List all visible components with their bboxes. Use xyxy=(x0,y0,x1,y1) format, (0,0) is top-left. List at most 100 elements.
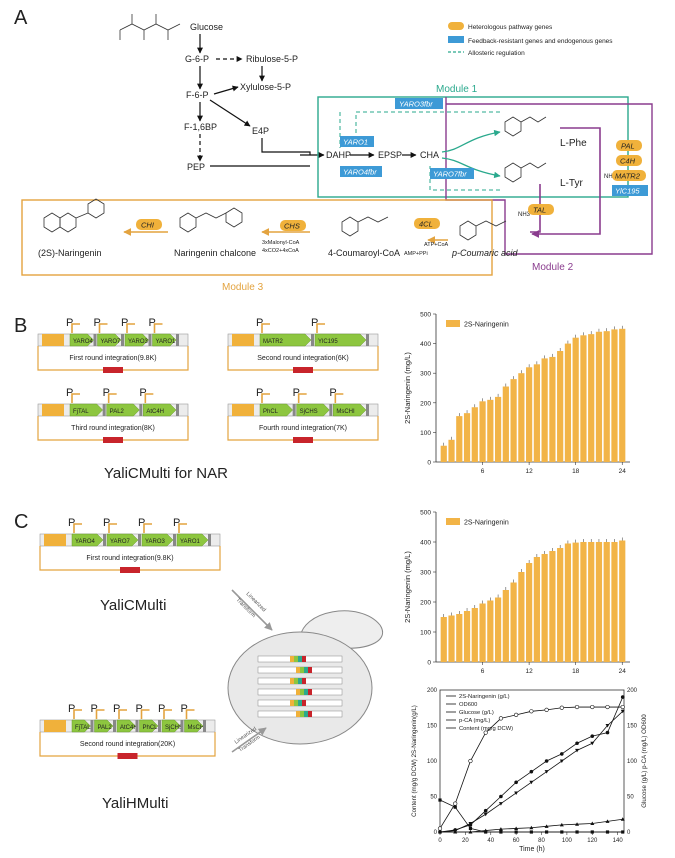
bar xyxy=(479,401,486,462)
promoter-arrow xyxy=(107,393,117,403)
bar xyxy=(595,542,603,662)
data-point xyxy=(559,705,564,710)
promoter-p-label: P xyxy=(149,317,156,329)
promoter-arrow xyxy=(153,323,163,333)
enzyme-yaro1: YARO1 xyxy=(343,138,368,147)
data-point xyxy=(437,826,443,831)
y-tick-label-right: 150 xyxy=(627,724,638,730)
y-axis-label: 2S-Naringenin (mg/L) xyxy=(403,551,412,623)
enzyme-tal: TAL xyxy=(533,206,546,215)
data-point xyxy=(575,830,579,834)
x-tick-label: 6 xyxy=(481,668,485,675)
gene-arrow xyxy=(152,333,177,347)
promoter-p-label: P xyxy=(139,387,146,399)
data-point xyxy=(514,826,519,830)
gene-label: YARO1 xyxy=(156,339,177,345)
gene-label: YARO7 xyxy=(110,539,131,545)
x-tick-label: 120 xyxy=(587,838,598,844)
bar xyxy=(533,364,540,462)
bar xyxy=(494,396,502,462)
gene-arrow xyxy=(71,533,104,547)
chromosome-insert xyxy=(308,689,312,695)
gene-label: YARO4 xyxy=(75,539,96,545)
gene-label: FjTAL xyxy=(75,725,91,731)
gene-arrow xyxy=(141,533,174,547)
gene-arrow xyxy=(143,403,177,417)
enzyme-pal: PAL xyxy=(621,142,635,151)
enzyme-yaro1-tag xyxy=(340,136,374,147)
data-point xyxy=(605,730,610,735)
terminator xyxy=(311,334,314,346)
promoter-arrow xyxy=(297,393,307,403)
y-tick-label-left: 0 xyxy=(434,830,438,836)
data-point xyxy=(514,712,519,717)
chromosome-insert xyxy=(308,711,312,717)
y-tick-label: 100 xyxy=(420,430,431,437)
data-point xyxy=(559,759,564,763)
promoter-block xyxy=(232,404,254,416)
bar xyxy=(471,608,478,662)
met-ltyr: L-Tyr xyxy=(560,178,583,189)
label-malonyl: 3xMalonyl-CoA xyxy=(262,240,300,246)
bar xyxy=(549,356,556,462)
terminator xyxy=(93,334,97,346)
data-point xyxy=(544,824,549,828)
bar xyxy=(557,548,564,662)
bar xyxy=(456,614,463,662)
gene-arrow xyxy=(176,533,209,547)
legend-label: 2S-Naringenin xyxy=(464,520,509,527)
data-point xyxy=(529,769,534,774)
legend-label: 2S-Naringenin (g/L) xyxy=(459,694,510,700)
y-tick-label: 500 xyxy=(420,312,431,319)
gene-arrow xyxy=(71,719,91,733)
construct-label: First round integration(9.8K) xyxy=(86,555,173,562)
naringenin-structure xyxy=(43,198,105,233)
chromosome-insert xyxy=(290,678,294,684)
module1-label: Module 1 xyxy=(436,84,478,95)
met-cha: CHA xyxy=(420,150,439,160)
legend-swatch-heterologous xyxy=(448,22,464,30)
gene-arrow xyxy=(314,333,367,347)
chromosome-insert xyxy=(294,656,298,662)
enzyme-yaro7-tag xyxy=(430,168,474,179)
bar xyxy=(564,543,572,662)
chromosome-insert xyxy=(298,656,302,662)
gene-arrow xyxy=(69,333,94,347)
data-point xyxy=(620,817,625,821)
bar xyxy=(471,407,478,462)
legend-heterologous: Heterologous pathway genes xyxy=(468,24,553,31)
data-point xyxy=(544,770,549,774)
terminator xyxy=(90,720,94,732)
data-point xyxy=(498,827,503,831)
data-point xyxy=(514,791,519,795)
coa-structure xyxy=(341,216,389,237)
data-point xyxy=(575,822,580,826)
construct-label: Fourth round integration(7K) xyxy=(259,425,347,432)
met-f16bp: F-1,6BP xyxy=(184,122,217,132)
promoter-p-label: P xyxy=(311,317,318,329)
chromosome-insert xyxy=(298,678,302,684)
gene-label: PhCL xyxy=(263,409,279,415)
construct-label: Second round integration(20K) xyxy=(80,741,175,748)
chromosome-insert xyxy=(298,700,302,706)
y-tick-label: 0 xyxy=(427,460,431,467)
gene-label: PAL2 xyxy=(110,409,125,415)
data-point xyxy=(453,829,458,833)
chromosome-insert xyxy=(304,689,308,695)
y-tick-label-left: 150 xyxy=(427,724,438,730)
promoter-block xyxy=(44,720,66,732)
data-point xyxy=(483,808,488,813)
legend-label: Glucose (g/L) xyxy=(459,710,494,716)
terminator xyxy=(113,720,116,732)
bar xyxy=(533,557,540,662)
x-tick-label: 100 xyxy=(562,838,573,844)
y-tick-label: 300 xyxy=(420,371,431,378)
chromosome-insert xyxy=(290,700,294,706)
met-f6p: F-6-P xyxy=(186,90,209,100)
x-tick-label: 140 xyxy=(613,838,624,844)
met-chalcone: Naringenin chalcone xyxy=(174,248,256,258)
x-tick-label: 80 xyxy=(538,838,545,844)
bar xyxy=(526,367,533,462)
